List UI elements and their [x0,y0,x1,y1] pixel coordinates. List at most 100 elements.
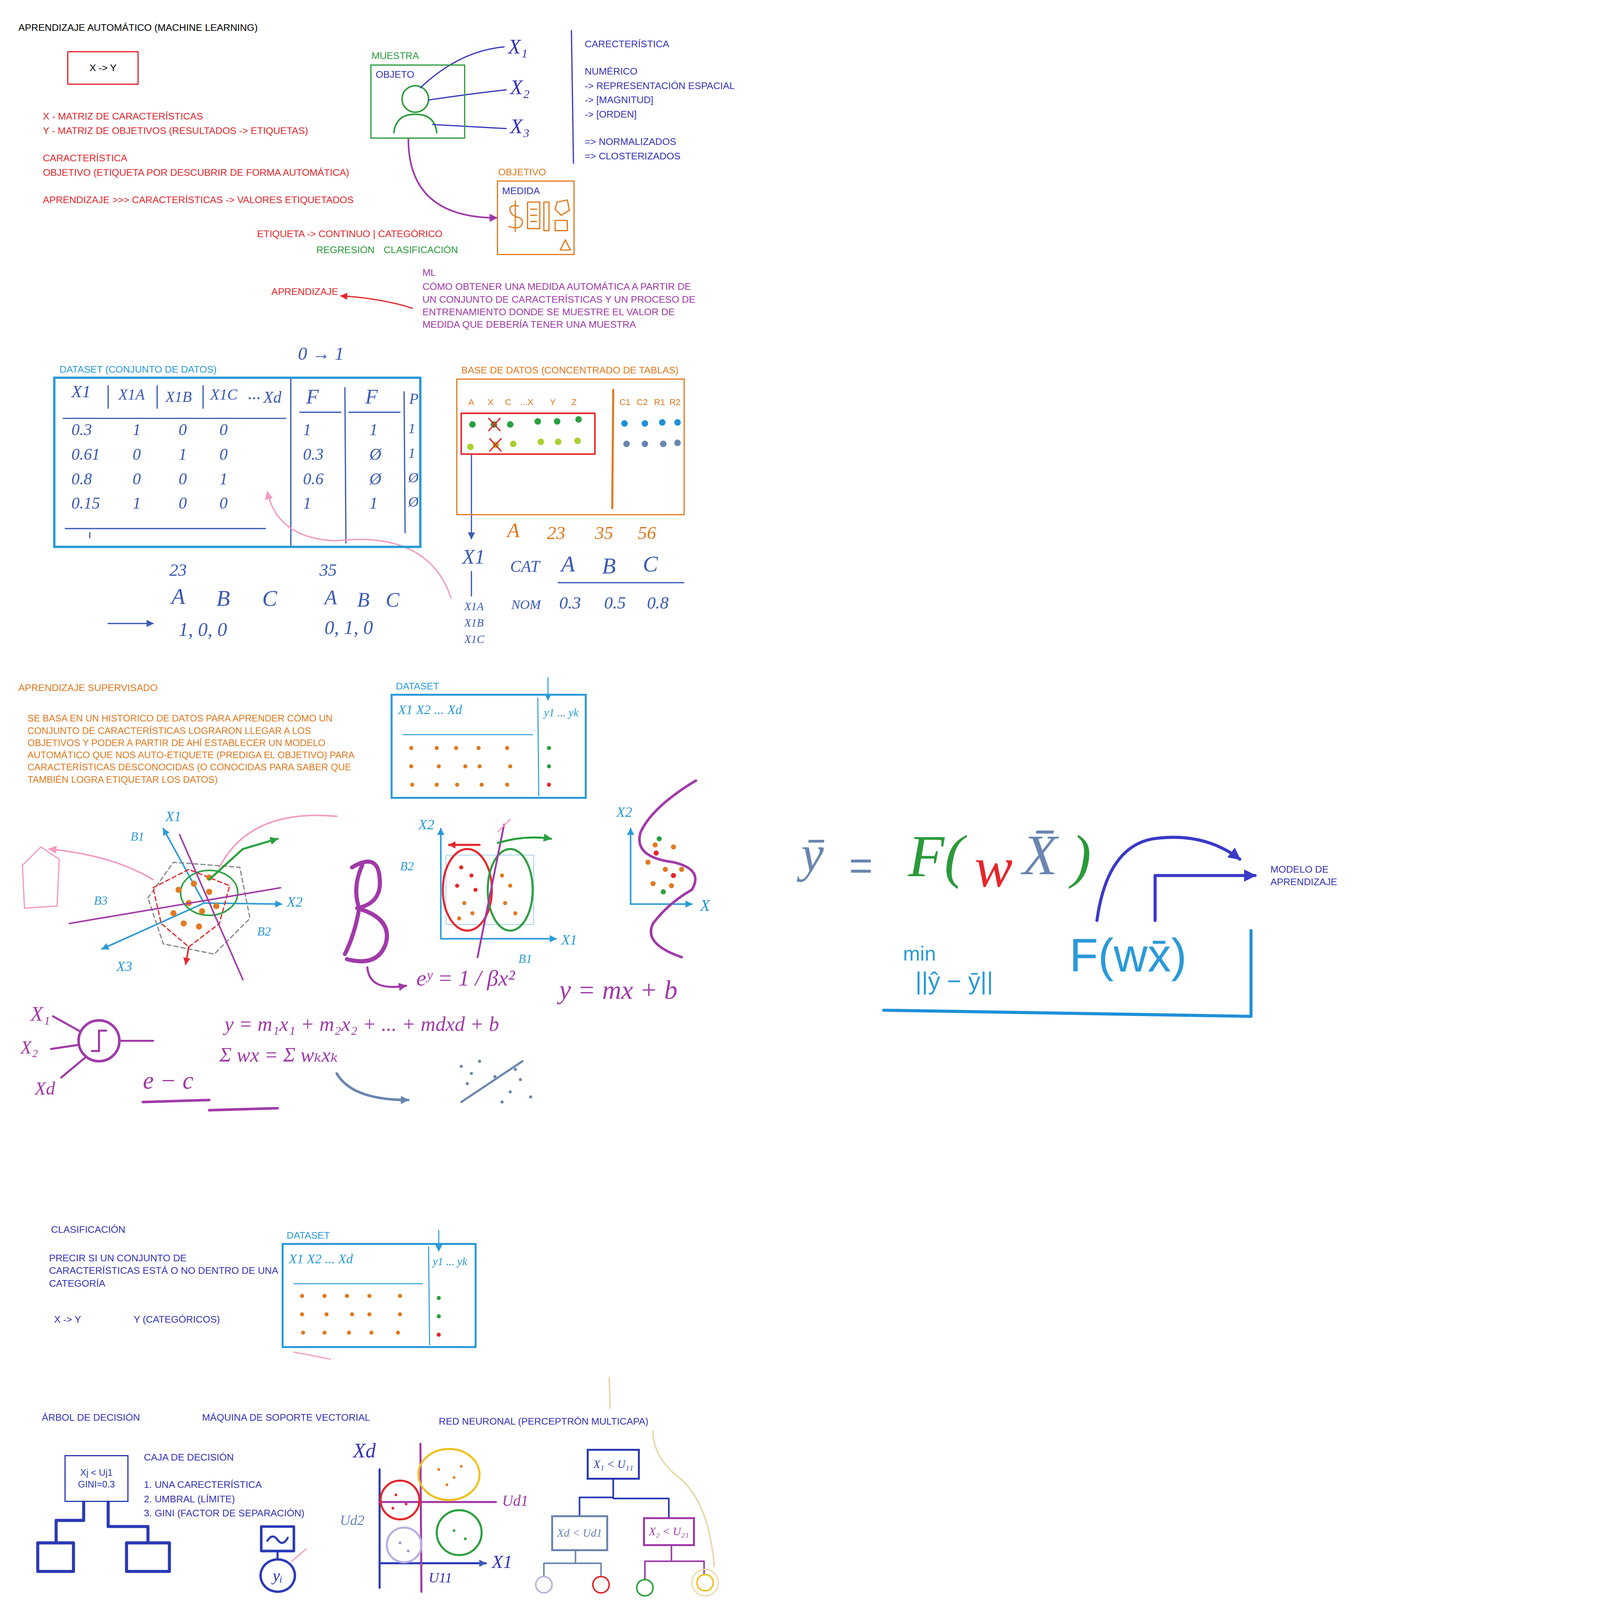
note-text: -> [MAGNITUD] [584,93,654,107]
database-records-part-part [658,419,666,426]
scatter-plot-2d-part-part [469,873,474,878]
note-text: min [903,940,936,968]
box-text: X₂ < U₂₁ [648,1524,689,1539]
scatter-plot-3d-part [180,870,238,916]
classification-dataset-content-part-part [350,1312,354,1317]
handwritten-label: X [700,896,711,915]
feature-leader-lines-part [428,89,507,100]
svm-sketch-part-part [445,1483,449,1486]
handwritten-label: F [306,384,319,409]
note-text: MODELO DE APRENDIZAJE [1270,863,1352,889]
nonlinear-boundary-plot-part-part [653,850,659,856]
purple-scribble-part [344,861,388,962]
regression-sketch [336,1059,533,1104]
nonlinear-boundary-plot-part-part [668,883,674,889]
svm-sketch-part [418,1448,480,1500]
svm-sketch-part [391,1493,408,1510]
table-rules-part [89,532,91,538]
classification-dataset-content-part-part [301,1330,306,1335]
perceptron-sketch-part [78,1020,120,1061]
decision-tree-sketch-part [56,1501,149,1543]
classification-dataset-content-part-part [322,1330,327,1335]
person-icon-part [401,85,429,113]
classification-dataset-content-part-part [367,1293,372,1298]
classification-dataset-content-part-part [367,1312,372,1317]
handwritten-label: B3 [93,893,108,908]
learning-arrow-part [340,296,413,309]
learning-arrow [340,296,413,309]
box-heading: OBJETIVO [498,166,547,179]
note-text: APRENDIZAJE >>> CARACTERÍSTICAS -> VALOR… [42,193,354,207]
handwritten-label: ... [248,383,261,404]
note-text: -> [ORDEN] [584,108,637,121]
handwritten-label: y1 ... yk [543,706,579,720]
database-records-part-part [555,438,562,446]
scatter-plot-3d-part-part [180,920,187,927]
decision-tree-sketch-part [126,1542,170,1572]
regression-sketch-part-part [500,1100,504,1104]
database-records-part [623,439,681,447]
box-heading: DATASET [286,1229,331,1242]
handwritten-label: X₁ [30,1001,50,1026]
note-text: NUMÉRICO [584,65,638,78]
database-records-part-part [621,420,628,427]
database-records [461,389,681,509]
nonlinear-boundary-plot-part-part [656,836,662,842]
note-text: CÓMO OBTENER UNA MEDIDA AUTOMÁTICA A PAR… [422,280,706,331]
supervised-dataset-content-part [546,764,551,769]
table-rules-part [108,385,204,408]
supervised-dataset-content-part-part [463,764,468,769]
scatter-plot-3d-part-part [213,903,220,910]
classification-dataset-content [293,1230,441,1359]
svm-sketch-part-part [459,1464,463,1468]
encoding-arrows-part [558,582,684,584]
note-text: APRENDIZAJE SUPERVISADO [18,681,158,695]
handwritten-label: B [216,585,231,612]
handwritten-label: X1 [491,1551,513,1573]
box-text: yᵢ [272,1564,283,1586]
table-rules-part [403,391,406,533]
handwritten-label: w [974,834,1013,901]
box-heading: MUESTRA [371,49,419,63]
neural-tree-leaves-part [535,1576,552,1593]
database-records-part [621,419,681,427]
box-heading: DATASET (CONJUNTO DE DATOS) [59,363,217,376]
measure-icons-part [555,200,570,216]
scatter-plot-3d-part-part [190,880,197,887]
box-text: X₁ < U₁₁ [593,1457,634,1472]
regression-sketch-part-part [493,1075,497,1079]
handwritten-label: X1 [165,808,182,825]
regression-sketch-part [459,1059,533,1104]
classification-dataset-content-part-part [344,1293,349,1298]
box-text: X -> Y [89,61,117,75]
handwritten-label: 0, 1, 0 [324,616,374,639]
handwritten-label: X₂ [510,75,530,99]
nonlinear-boundary-plot-part-part [650,881,656,887]
handwritten-label: 1 [408,444,416,462]
measure-icons-part [555,220,568,231]
handwritten-label: X1B [464,616,484,630]
purple-scribble-part [367,967,406,987]
handwritten-label: X1C [210,385,238,404]
svm-sketch-part-part [437,1467,441,1471]
supervised-dataset-content-part [546,746,551,750]
output-circle: yᵢ [259,1558,297,1593]
classification-dataset-content-part-part [398,1293,402,1298]
handwritten-label: 1, 0, 0 [178,618,227,641]
box-text: GINI=0.3 [77,1478,115,1491]
handwritten-label: X₁ [508,34,528,59]
page-title: APRENDIZAJE AUTOMÁTICO (MACHINE LEARNING… [18,22,258,34]
svm-sketch-part-part [398,1541,402,1545]
handwritten-label: 1 [303,493,312,513]
nonlinear-boundary-plot-part-part [671,873,677,879]
scatter-plot-2d-part [498,819,511,832]
database-records-part-part [575,416,583,423]
nonlinear-boundary-plot-part-part [678,866,684,872]
handwritten-label: y = mx + b [559,974,678,1006]
handwritten-label: 1 [219,469,228,489]
scatter-plot-2d-part [440,937,556,940]
svm-sketch-part-part [464,1537,467,1541]
box-text: MEDIDA [502,184,570,198]
